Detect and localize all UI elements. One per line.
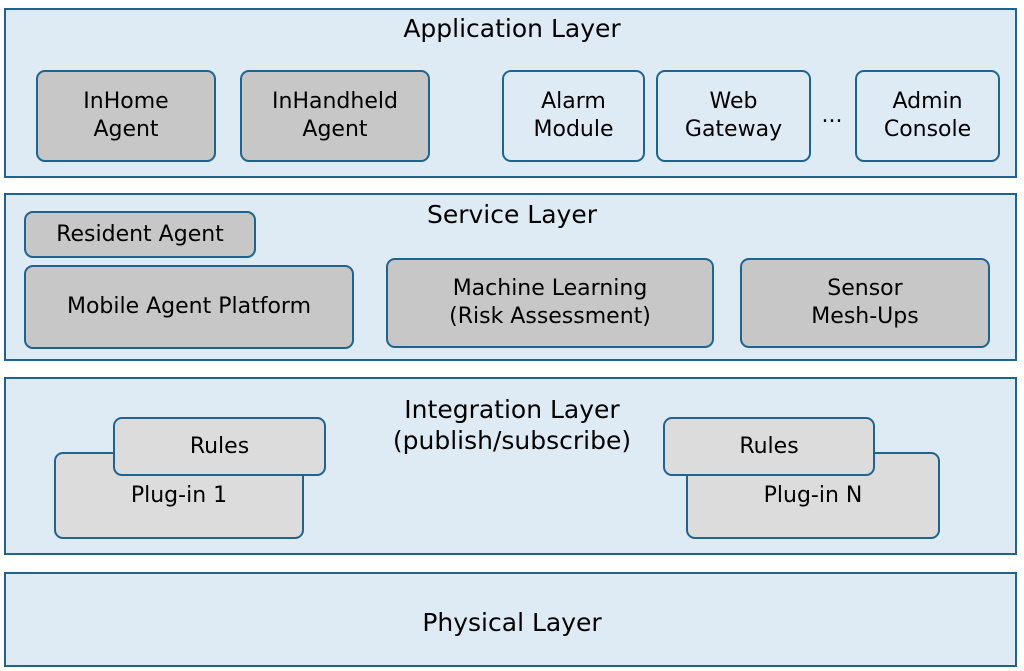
node-rules-n-label: Rules [739, 433, 799, 459]
node-web-gateway-line2: Gateway [684, 117, 783, 142]
node-rules-n: Rules [663, 417, 875, 476]
node-mobile-agent-platform: Mobile Agent Platform [24, 265, 354, 349]
node-plugin-n-label: Plug-in N [763, 482, 863, 508]
node-admin-console-line2: Console [883, 117, 972, 142]
node-inhome-agent-line1: InHome [83, 89, 169, 114]
layer-application-title: Application Layer [403, 14, 621, 43]
layer-integration-title-line2: (publish/subscribe) [392, 426, 632, 455]
node-web-gateway: Web Gateway [656, 70, 811, 162]
layer-physical [4, 572, 1017, 667]
node-alarm-module: Alarm Module [502, 70, 645, 162]
node-mobile-agent-platform-label: Mobile Agent Platform [66, 294, 312, 319]
node-admin-console: Admin Console [855, 70, 1000, 162]
layer-physical-title: Physical Layer [422, 608, 602, 637]
node-inhandheld-agent: InHandheld Agent [240, 70, 430, 162]
ellipsis-label: ... [821, 103, 843, 128]
node-sensor-mesh-ups: Sensor Mesh-Ups [740, 258, 990, 348]
node-sensor-mesh-ups-line1: Sensor [827, 276, 903, 301]
layer-integration-title-line1: Integration Layer [404, 395, 620, 424]
node-resident-agent: Resident Agent [24, 211, 256, 258]
node-inhandheld-agent-line1: InHandheld [272, 89, 398, 114]
node-alarm-module-line1: Alarm [541, 89, 606, 114]
layer-service-title: Service Layer [426, 200, 598, 229]
node-plugin-1-label: Plug-in 1 [130, 482, 228, 508]
node-inhandheld-agent-line2: Agent [302, 117, 368, 142]
node-alarm-module-line2: Module [533, 117, 614, 142]
node-resident-agent-label: Resident Agent [56, 221, 224, 247]
layer-integration-title: Integration Layer (publish/subscribe) [0, 394, 1024, 456]
node-machine-learning: Machine Learning (Risk Assessment) [386, 258, 714, 348]
node-sensor-mesh-ups-line2: Mesh-Ups [811, 304, 919, 329]
node-machine-learning-line1: Machine Learning [452, 276, 648, 301]
node-machine-learning-line2: (Risk Assessment) [449, 304, 651, 329]
node-rules-1-label: Rules [189, 433, 250, 459]
node-inhome-agent-line2: Agent [93, 117, 159, 142]
node-admin-console-line1: Admin [892, 89, 963, 114]
node-web-gateway-line1: Web [709, 89, 758, 114]
node-inhome-agent: InHome Agent [36, 70, 216, 162]
node-rules-1: Rules [113, 417, 326, 476]
